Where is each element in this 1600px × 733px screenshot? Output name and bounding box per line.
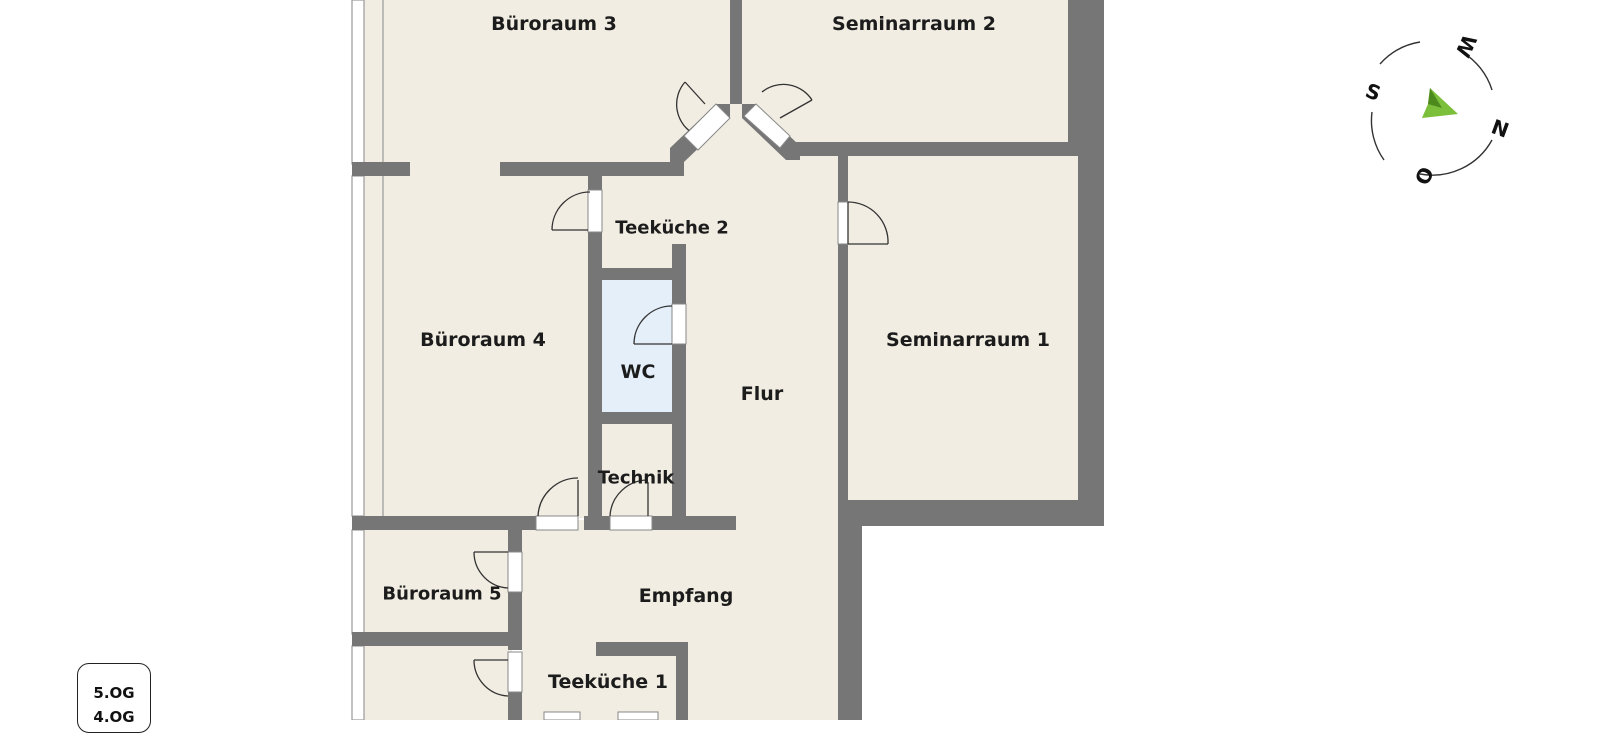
label-teekueche-2: Teeküche 2 xyxy=(615,217,729,239)
floor-technik xyxy=(590,420,678,520)
floor-selector[interactable]: 5.OG 4.OG xyxy=(77,663,151,733)
door-bueroraum-3 xyxy=(675,81,731,151)
floor-option-4og[interactable]: 4.OG xyxy=(93,708,135,726)
label-seminarraum-2: Seminarraum 2 xyxy=(832,13,996,35)
floor-bueroraum-3 xyxy=(358,0,738,168)
walls xyxy=(352,0,1104,720)
floor-bueroraum-5 xyxy=(358,530,512,634)
door-bottom-openings xyxy=(543,711,659,720)
label-technik: Technik xyxy=(597,467,675,489)
door-seminarraum-1 xyxy=(837,201,889,245)
door-wc xyxy=(633,303,687,345)
label-empfang: Empfang xyxy=(638,585,734,607)
door-bueroraum-4 xyxy=(535,477,579,531)
floor-teekueche-2 xyxy=(590,170,680,272)
label-teekueche-1: Teeküche 1 xyxy=(548,671,668,693)
door-bueroraum-6 xyxy=(473,651,523,697)
doors xyxy=(473,81,889,720)
compass-arrow-icon xyxy=(1422,88,1458,118)
label-flur: Flur xyxy=(740,383,784,405)
label-wc: WC xyxy=(620,361,656,383)
facade-windows xyxy=(351,0,384,720)
door-bueroraum-5 xyxy=(473,551,523,593)
label-bueroraum-3: Büroraum 3 xyxy=(491,13,617,35)
door-seminarraum-2 xyxy=(743,83,813,149)
floor-bueroraum-6 xyxy=(358,646,512,720)
floor-seminarraum-2 xyxy=(738,0,1080,146)
door-teekueche-2 xyxy=(551,189,603,233)
label-seminarraum-1: Seminarraum 1 xyxy=(886,329,1050,351)
label-bueroraum-4: Büroraum 4 xyxy=(420,329,546,351)
floor-bueroraum-4 xyxy=(358,168,590,518)
floor-seminarraum-1 xyxy=(848,154,1080,500)
floor-option-5og[interactable]: 5.OG xyxy=(93,684,135,702)
compass xyxy=(1370,41,1493,176)
door-technik xyxy=(609,479,653,531)
label-bueroraum-5: Büroraum 5 xyxy=(382,583,502,605)
floor-wc xyxy=(590,272,678,420)
